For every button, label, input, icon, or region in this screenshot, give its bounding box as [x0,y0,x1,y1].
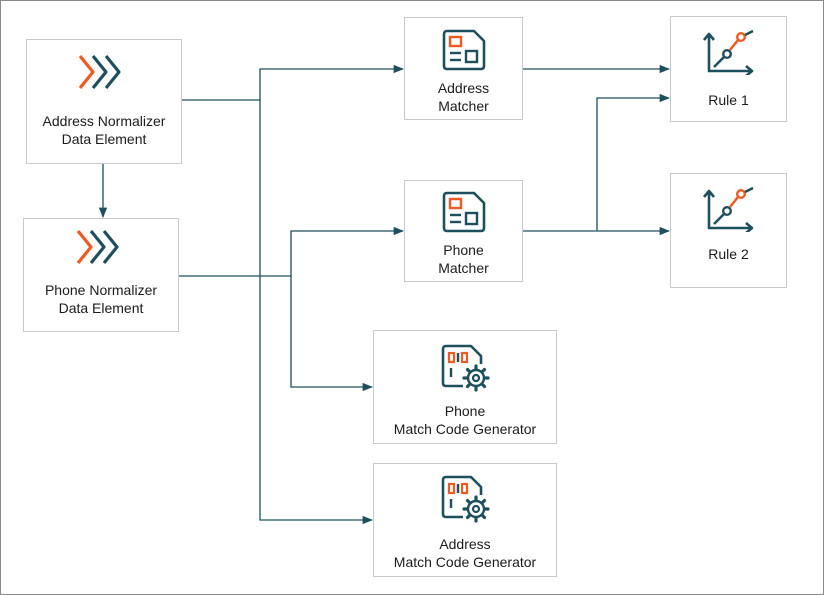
chevrons-icon [76,229,119,265]
node-label-line1: Phone [444,403,486,419]
address-normalizer-node[interactable]: Address Normalizer Data Element [26,39,182,164]
node-label-line1: Address [437,80,490,96]
node-label: Rule 1 [671,91,786,109]
node-label: Phone Normalizer Data Element [24,281,178,317]
node-label-line2: Data Element [58,300,144,316]
rule2-node[interactable]: Rule 2 [670,173,787,288]
connector-to-address-matcher [259,64,405,100]
rule-chart-icon [703,186,754,232]
matcher-icon [442,29,486,71]
address-matcher-node[interactable]: Address Matcher [404,17,523,120]
node-label-line2: Data Element [61,131,147,147]
node-label: Address Match Code Generator [374,535,556,571]
code-generator-icon [441,475,490,523]
node-label-line2: Matcher [438,98,489,114]
node-label-line1: Address [439,536,491,552]
node-label-line1: Address Normalizer [42,113,166,129]
connector-to-phone-matcher [290,226,405,276]
rule-chart-icon [703,29,754,75]
rule1-node[interactable]: Rule 1 [670,16,787,122]
phone-normalizer-node[interactable]: Phone Normalizer Data Element [23,218,179,332]
node-label-line2: Match Code Generator [393,554,537,570]
node-label: Address Normalizer Data Element [27,112,181,148]
node-label-line1: Phone [443,242,484,258]
node-label: Phone Match Code Generator [374,402,556,438]
chevrons-icon [78,54,121,90]
node-label-line2: Matcher [438,260,489,276]
phone-matcher-node[interactable]: Phone Matcher [404,180,523,282]
node-label-line1: Phone Normalizer [44,282,158,298]
node-label: Phone Matcher [405,241,522,277]
connector-phone-matcher-to-rule1 [596,93,671,231]
address-match-code-generator-node[interactable]: Address Match Code Generator [373,463,557,577]
node-label-line1: Rule 1 [708,92,749,108]
node-label: Rule 2 [671,245,786,263]
connector-to-address-mcg [259,100,374,525]
code-generator-icon [441,344,490,392]
matcher-icon [442,191,486,233]
node-label: Address Matcher [405,79,522,115]
node-label-line2: Match Code Generator [393,421,537,437]
connector-to-phone-mcg [290,276,374,392]
node-label-line1: Rule 2 [708,246,749,262]
phone-match-code-generator-node[interactable]: Phone Match Code Generator [373,330,557,444]
